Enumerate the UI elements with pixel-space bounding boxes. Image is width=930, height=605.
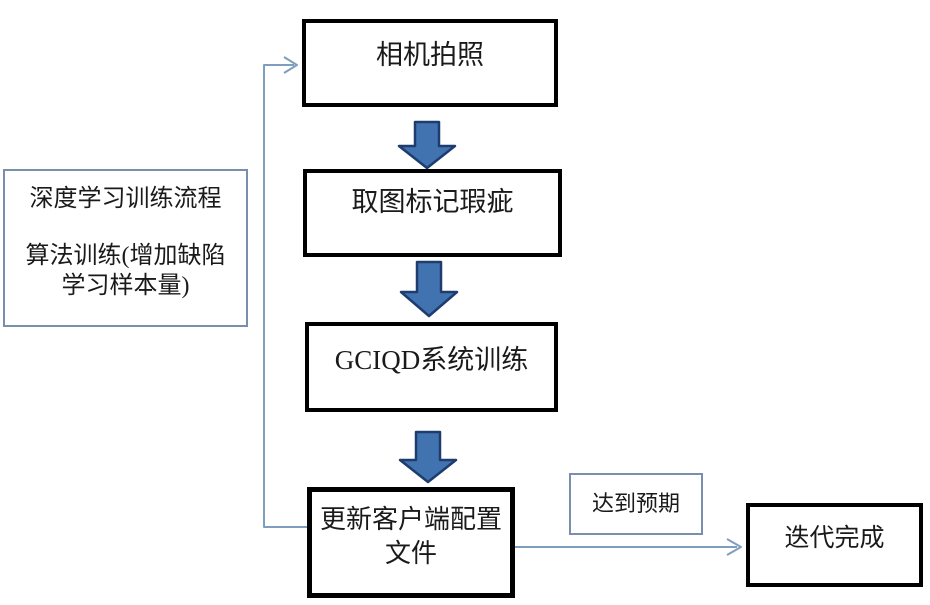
note-deep-learning-process: 深度学习训练流程 算法训练(增加缺陷 学习样本量) (3, 169, 248, 327)
note-line-1: 深度学习训练流程 (29, 186, 222, 212)
flow-step-gciqd-training-label: GCIQD系统训练 (334, 345, 529, 375)
edge-label-expectation-reached-text: 达到预期 (591, 491, 680, 516)
down-block-arrow-3 (398, 430, 458, 484)
down-block-arrow-1 (397, 120, 457, 170)
flow-step-iteration-done: 迭代完成 (746, 503, 923, 587)
feedback-connector (263, 64, 307, 528)
flow-step-camera-label: 相机拍照 (376, 40, 484, 70)
flow-step-camera: 相机拍照 (302, 19, 558, 107)
note-blank-line (5, 215, 246, 241)
flow-step-mark-defects-label: 取图标记瑕疵 (351, 187, 514, 217)
feedback-arrowhead-icon (283, 56, 298, 74)
flow-step-mark-defects: 取图标记瑕疵 (303, 169, 562, 257)
done-arrowhead-icon (726, 538, 742, 556)
note-line-2: 算法训练(增加缺陷 (25, 242, 226, 269)
note-line-3: 学习样本量) (61, 273, 190, 300)
flow-step-iteration-done-label: 迭代完成 (784, 525, 885, 552)
flow-step-gciqd-training: GCIQD系统训练 (305, 322, 558, 412)
down-block-arrow-2 (399, 260, 459, 318)
flow-step-update-client-config-label: 更新客户端配置文件 (319, 505, 502, 568)
flow-step-update-client-config: 更新客户端配置文件 (307, 487, 515, 598)
edge-label-expectation-reached: 达到预期 (569, 473, 703, 535)
